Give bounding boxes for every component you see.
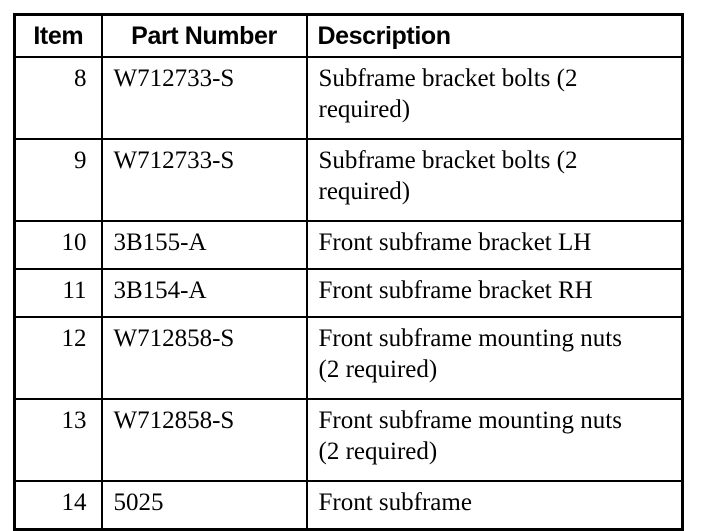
cell-description: Front subframe xyxy=(305,480,684,531)
column-header-part-number: Part Number xyxy=(100,13,308,58)
cell-item: 11 xyxy=(13,268,103,318)
cell-description: Front subframe mounting nuts (2 required) xyxy=(305,316,684,400)
cell-part-number: W712858-S xyxy=(100,398,308,482)
description-line: required) xyxy=(318,178,411,205)
column-header-item: Item xyxy=(13,13,103,58)
table-header-row: Item Part Number Description xyxy=(13,13,684,58)
description-line: Front subframe bracket LH xyxy=(318,229,592,256)
cell-part-number: W712733-S xyxy=(100,56,308,140)
cell-part-number: 3B154-A xyxy=(100,268,308,318)
cell-item: 12 xyxy=(13,316,103,400)
cell-item: 13 xyxy=(13,398,103,482)
cell-description: Front subframe bracket LH xyxy=(305,220,684,270)
description-line: Front subframe bracket RH xyxy=(318,277,593,304)
cell-item: 14 xyxy=(13,480,103,531)
description-line: Front subframe mounting nuts xyxy=(318,325,622,352)
column-header-description: Description xyxy=(305,13,684,58)
cell-description: Subframe bracket bolts (2 required) xyxy=(305,56,684,140)
description-line: Front subframe mounting nuts xyxy=(318,407,622,434)
cell-part-number: W712733-S xyxy=(100,138,308,222)
description-line: (2 required) xyxy=(318,356,438,383)
cell-description: Subframe bracket bolts (2 required) xyxy=(305,138,684,222)
cell-item: 8 xyxy=(13,56,103,140)
description-line: Subframe bracket bolts (2 xyxy=(318,147,578,174)
cell-description: Front subframe mounting nuts (2 required) xyxy=(305,398,684,482)
description-line: (2 required) xyxy=(318,438,438,465)
cell-part-number: W712858-S xyxy=(100,316,308,400)
cell-item: 10 xyxy=(13,220,103,270)
cell-description: Front subframe bracket RH xyxy=(305,268,684,318)
description-line: Subframe bracket bolts (2 xyxy=(318,65,578,92)
cell-part-number: 3B155-A xyxy=(100,220,308,270)
description-line: required) xyxy=(318,96,411,123)
cell-item: 9 xyxy=(13,138,103,222)
cell-part-number: 5025 xyxy=(100,480,308,531)
table-header: Item Part Number Description xyxy=(13,13,684,58)
